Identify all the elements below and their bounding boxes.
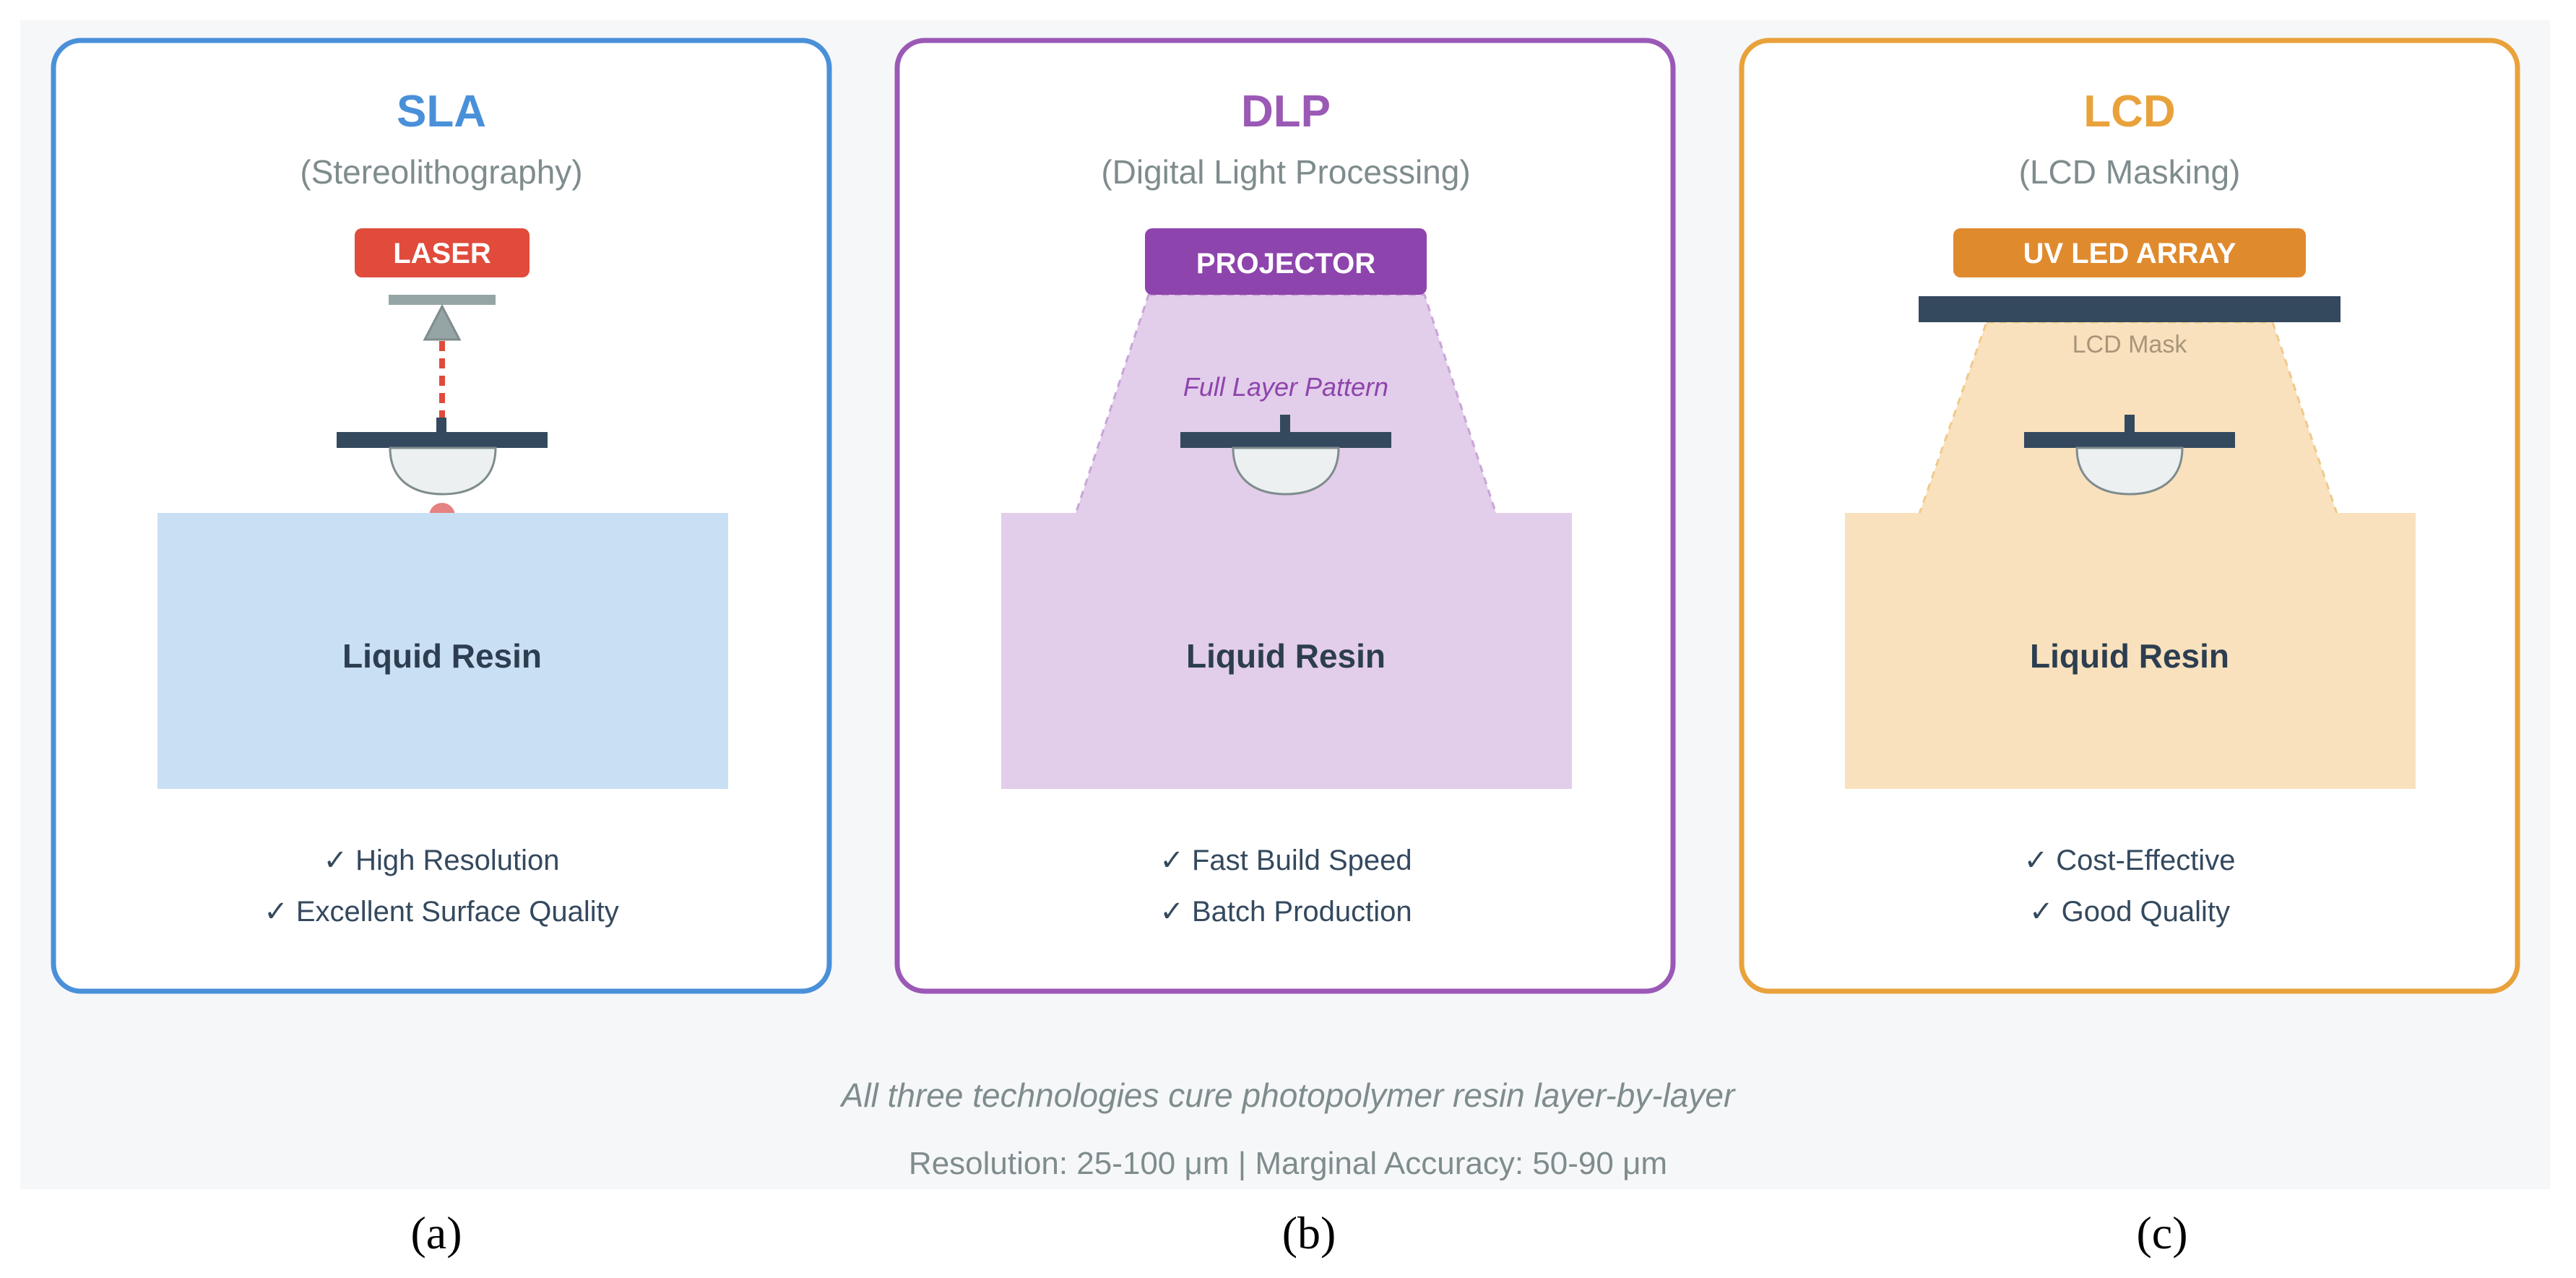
sla-printed-part [389, 446, 497, 496]
sla-platform-stem [436, 418, 446, 435]
full-layer-pattern-label: Full Layer Pattern [1183, 372, 1388, 402]
sla-feature-2: ✓ Excellent Surface Quality [264, 896, 619, 928]
dlp-resin-vat [1001, 513, 1572, 789]
lcd-resin-label: Liquid Resin [2030, 637, 2229, 675]
lcd-platform-stem [2125, 415, 2135, 435]
sla-feature-1: ✓ High Resolution [323, 845, 559, 876]
dlp-resin-label: Liquid Resin [1186, 637, 1386, 675]
lcd-mask-bar [1919, 296, 2341, 322]
laser-galvo-icon [423, 303, 462, 341]
dlp-build-platform [1180, 432, 1391, 448]
panel-lcd: LCD (LCD Masking) UV LED ARRAY LCD Mask … [1739, 38, 2520, 994]
subfigure-label-b: (b) [1282, 1207, 1336, 1258]
sla-resin-vat [157, 513, 728, 789]
panel-lcd-title: LCD [2083, 87, 2175, 137]
lcd-feature-1: ✓ Cost-Effective [2024, 845, 2236, 876]
lcd-feature-2: ✓ Good Quality [2029, 896, 2230, 928]
uv-led-array-label: UV LED ARRAY [2023, 238, 2236, 269]
panel-lcd-subtitle: (LCD Masking) [2019, 153, 2241, 191]
panel-sla: SLA (Stereolithography) LASER Liquid Res… [51, 38, 832, 994]
projector-box [1145, 228, 1427, 295]
laser-mirror-bar [389, 295, 496, 305]
sla-build-platform [337, 432, 548, 448]
panel-sla-subtitle: (Stereolithography) [300, 153, 582, 191]
sla-resin-label: Liquid Resin [342, 637, 542, 675]
panel-dlp: DLP (Digital Light Processing) PROJECTOR… [894, 38, 1676, 994]
laser-source-label: LASER [393, 238, 491, 269]
dlp-platform-stem [1280, 415, 1290, 435]
panel-dlp-title: DLP [1241, 87, 1331, 137]
dlp-printed-part [1232, 446, 1340, 496]
lcd-mask-label: LCD Mask [2073, 331, 2188, 358]
caption-line-1: All three technologies cure photopolymer… [839, 1076, 1736, 1114]
lcd-resin-vat [1845, 513, 2416, 789]
lcd-printed-part [2075, 446, 2184, 496]
dlp-feature-1: ✓ Fast Build Speed [1159, 845, 1412, 876]
subfigure-label-a: (a) [410, 1207, 462, 1258]
caption-line-2: Resolution: 25-100 μm | Marginal Accurac… [909, 1146, 1667, 1181]
panel-dlp-subtitle: (Digital Light Processing) [1101, 153, 1470, 191]
uv-led-array-box [1953, 228, 2306, 277]
dlp-feature-2: ✓ Batch Production [1159, 896, 1412, 928]
projector-label: PROJECTOR [1196, 248, 1375, 280]
subfigure-label-c: (c) [2136, 1207, 2187, 1258]
laser-source-box [355, 228, 530, 277]
panel-sla-title: SLA [397, 87, 486, 137]
lcd-build-platform [2024, 432, 2235, 448]
